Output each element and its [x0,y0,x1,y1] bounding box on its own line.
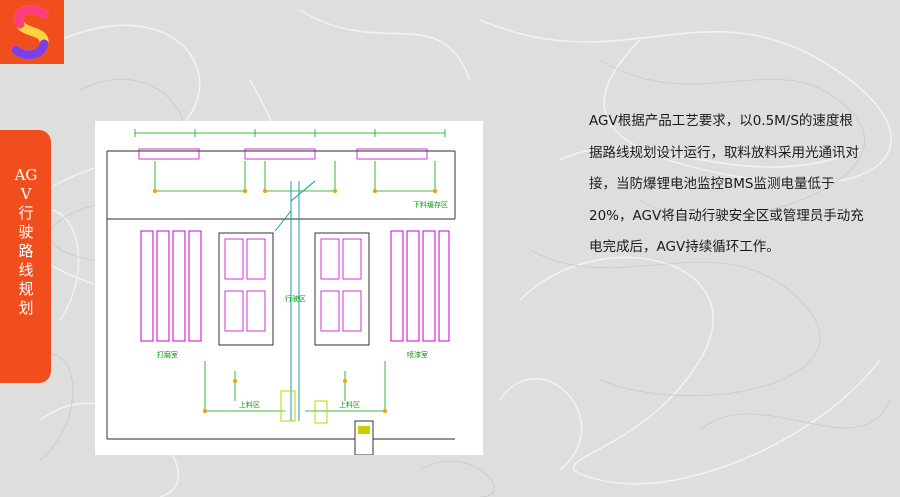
brand-logo [0,0,64,64]
center-routes [274,180,316,421]
room-racks [224,238,362,332]
route-diagram: 下料缓存区 [106,129,456,456]
top-dimension [134,129,446,137]
waypoints [153,189,437,413]
s-logo-icon [11,5,49,60]
label-bottom-right: 上料区 [339,400,360,409]
section-title: AGV行驶路线规划 [14,166,38,317]
top-routes [154,161,436,192]
label-center-zone: 行驶区 [285,294,306,303]
description-text: AGV根据产品工艺要求，以0.5M/S的速度根据路线规划设计运行，取料放料采用光… [589,113,864,255]
agv-vehicle-icon [354,420,374,456]
right-racks [390,230,450,342]
label-top-right-zone: 下料缓存区 [413,200,448,209]
section-tab: AGV行驶路线规划 [0,130,51,383]
agv-route-plan: 下料缓存区 [95,121,483,456]
label-left-zone: 打磨室 [157,350,178,359]
bottom-shelves [280,390,328,424]
top-cache-racks [138,148,428,160]
label-bottom-left: 上料区 [239,400,260,409]
walls [106,150,456,440]
label-right-zone: 喷漆室 [407,350,428,359]
left-racks [140,230,202,342]
process-rooms [218,232,370,346]
description-block: AGV根据产品工艺要求，以0.5M/S的速度根据路线规划设计运行，取料放料采用光… [589,106,864,264]
